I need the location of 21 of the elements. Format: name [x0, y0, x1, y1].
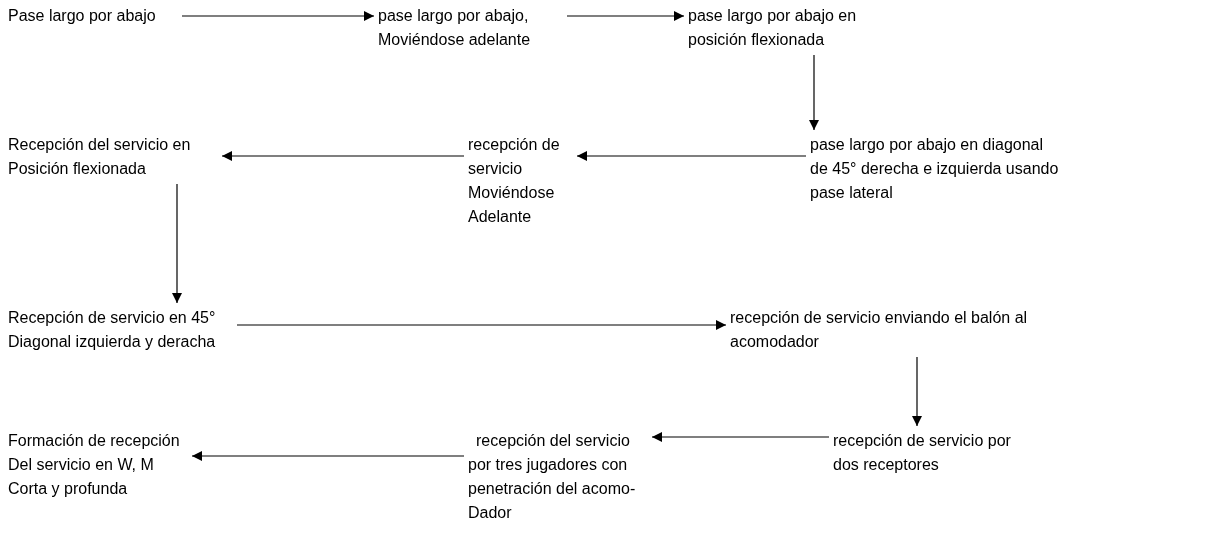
step-text: Pase largo por abajo	[8, 4, 178, 28]
arrow	[576, 151, 807, 161]
step-text: pase largo por abajo, Moviéndose adelante	[378, 4, 563, 52]
step-text: recepción de servicio por dos receptores	[833, 429, 1033, 477]
arrow	[566, 11, 685, 21]
step-text: pase largo por abajo en posición flexionada	[688, 4, 888, 52]
step-text: Recepción de servicio en 45° Diagonal izquierda y deracha	[8, 306, 233, 354]
arrow	[809, 54, 819, 131]
arrow	[172, 183, 182, 304]
arrow	[236, 320, 727, 330]
arrow	[651, 432, 830, 442]
step-text: Recepción del servicio en Posición flexionada	[8, 133, 218, 181]
arrow	[912, 356, 922, 427]
arrow	[191, 451, 465, 461]
step-text: pase largo por abajo en diagonal de 45° derecha e izquierda usando pase lateral	[810, 133, 1062, 205]
step-text: recepción de servicio enviando el balón al acomodador	[730, 306, 1035, 354]
arrow	[221, 151, 465, 161]
step-text: Formación de recepción Del servicio en W, M Corta y profunda	[8, 429, 188, 501]
step-text: recepción del servicio por tres jugadores con penetración del acomo- Dador	[468, 429, 648, 525]
step-text: recepción de servicio Moviéndose Adelante	[468, 133, 573, 229]
arrow	[181, 11, 375, 21]
